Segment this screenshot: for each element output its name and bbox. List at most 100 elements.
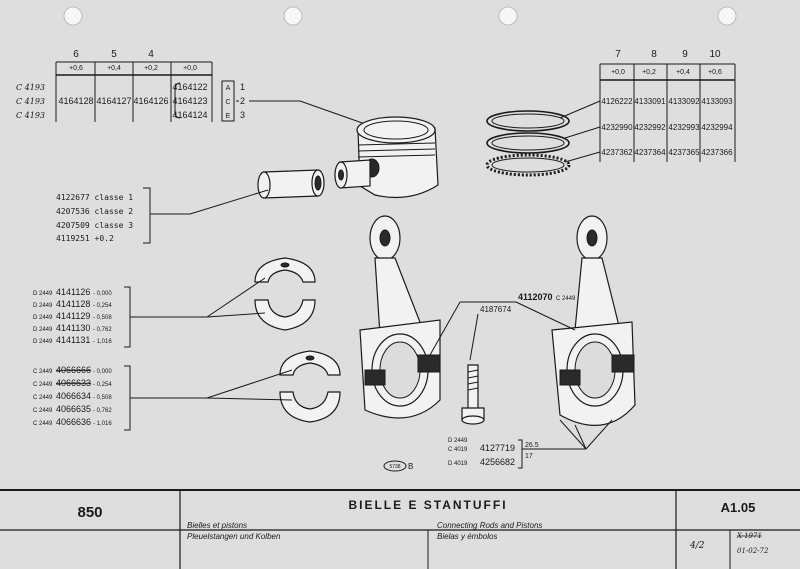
binder-holes xyxy=(63,6,737,26)
nut-part: 4187674 xyxy=(480,305,512,314)
ring-part: 4133092 xyxy=(668,97,700,106)
figure-ref: 5738 B xyxy=(383,460,413,472)
grade-letter: A xyxy=(226,85,231,92)
col-num: 6 xyxy=(73,49,79,60)
col-offset: +0,6 xyxy=(708,69,722,76)
ring-part: 4232994 xyxy=(701,123,733,132)
col-num: 8 xyxy=(651,49,657,60)
col-num: 5 xyxy=(111,49,117,60)
bearing-shells-2 xyxy=(279,350,341,423)
piston-part: 4164128 xyxy=(58,96,93,106)
old-date: X-1971 xyxy=(736,532,762,540)
bearing-part: 4141129 xyxy=(56,311,90,321)
bearing-part: 4141130 xyxy=(56,323,90,333)
class-number: 1 xyxy=(240,82,245,92)
bolt-prefix: C 4019 xyxy=(448,447,468,453)
bearing-part: 4066666 xyxy=(56,365,91,375)
pin-item: 4119251 +0.2 xyxy=(56,234,114,243)
bolt-part: 4127719 xyxy=(480,443,515,453)
ring-part: 4232992 xyxy=(634,123,666,132)
bolt-dim: 17 xyxy=(525,453,533,460)
figure-ref-letter: B xyxy=(408,462,413,471)
bearing-list-2: C 2449 4066666 - 0,000 C 2449 4066633 - … xyxy=(33,365,293,431)
bolt-part: 4256682 xyxy=(480,457,515,467)
subtitle-es: Bielas y émbolos xyxy=(437,532,497,541)
bolt-drawing xyxy=(461,364,485,425)
class-number: 3 xyxy=(240,110,245,120)
bolt-label: D 2449 C 4019 4127719 D 4019 4256682 26.… xyxy=(448,419,613,469)
bolt-dim: 26.5 xyxy=(525,442,539,449)
bearing-part: 4066635 xyxy=(56,404,91,414)
title-block: 850 BIELLE E STANTUFFI Bielles et piston… xyxy=(0,489,800,569)
ring-part: 4237366 xyxy=(701,148,733,157)
ring-part: 4232990 xyxy=(601,123,633,132)
subtitle-fr: Bielles et pistons xyxy=(187,521,247,530)
bolt-prefix: D 4019 xyxy=(448,461,468,467)
pin-item: 4207536 classe 2 xyxy=(56,207,133,216)
bearing-prefix: C 2449 xyxy=(33,369,53,375)
bearing-size: - 0,254 xyxy=(93,382,112,388)
bearing-size: - 0,000 xyxy=(93,291,112,297)
bearing-part: 4141126 xyxy=(56,287,90,297)
ring-part: 4133091 xyxy=(634,97,666,106)
col-offset: +0,0 xyxy=(611,69,625,76)
pin-item: 4122677 classe 1 xyxy=(56,193,133,202)
piston-base-part: 4164123 xyxy=(172,96,207,106)
piston-part: 4164126 xyxy=(133,96,168,106)
rod-part: 4112070 xyxy=(518,292,553,302)
pin-list: 4122677 classe 1 4207536 classe 2 420750… xyxy=(56,187,269,244)
bearing-list-1: D 2449 4141126 - 0,000 D 2449 4141128 - … xyxy=(33,277,266,348)
bolt-prefix: D 2449 xyxy=(448,438,468,444)
piston-drawing xyxy=(257,116,439,199)
bearing-size: - 0,762 xyxy=(93,408,112,414)
binder-hole xyxy=(283,6,303,26)
sheet-code: A1.05 xyxy=(721,500,756,515)
subtitle-de: Pleuelstangen und Kolben xyxy=(187,532,281,541)
binder-hole xyxy=(63,6,83,26)
bearing-size: - 0,000 xyxy=(93,369,112,375)
ring-table: 7 8 9 10 +0,0 +0,2 +0,4 +0,6 4126222 413… xyxy=(559,49,736,163)
bearing-size: - 0,762 xyxy=(93,327,112,333)
col-num: 4 xyxy=(148,49,154,60)
model-number: 850 xyxy=(77,504,102,521)
piston-base-part: 4164124 xyxy=(172,110,207,120)
page-title: BIELLE E STANTUFFI xyxy=(348,498,507,512)
grade-letter: C xyxy=(225,99,230,106)
ring-part: 4232993 xyxy=(668,123,700,132)
bearing-prefix: D 2449 xyxy=(33,327,53,333)
subtitle-en: Connecting Rods and Pistons xyxy=(437,521,542,530)
bearing-prefix: C 2449 xyxy=(33,408,53,414)
ring-part: 4133093 xyxy=(701,97,733,106)
bearing-prefix: C 2449 xyxy=(33,382,53,388)
row-prefix: C 4193 xyxy=(16,97,45,106)
ring-part: 4237364 xyxy=(634,148,666,157)
row-prefix: C 4193 xyxy=(16,111,45,120)
piston-base-part: 4164122 xyxy=(172,82,207,92)
piston-rings-drawing xyxy=(485,110,571,177)
col-offset: +0,4 xyxy=(676,69,690,76)
bearing-size: - 0,254 xyxy=(93,303,112,309)
bearing-prefix: D 2449 xyxy=(33,303,53,309)
col-offset: +0,2 xyxy=(642,69,656,76)
class-number: 2 xyxy=(240,96,245,106)
col-offset: +0,6 xyxy=(69,65,83,72)
col-offset: +0,2 xyxy=(144,65,158,72)
sheet-page: 4/2 xyxy=(689,541,705,551)
bearing-size: - 1,016 xyxy=(93,339,112,345)
row-prefix: C 4193 xyxy=(16,83,45,92)
binder-hole xyxy=(717,6,737,26)
bearing-part: 4141128 xyxy=(56,299,90,309)
connecting-rod-drawing-1 xyxy=(359,215,441,419)
bearing-prefix: D 2449 xyxy=(33,339,53,345)
bearing-size: - 1,016 xyxy=(93,421,112,427)
col-num: 10 xyxy=(709,49,721,60)
rod-prefix: C 2449 xyxy=(556,296,576,302)
col-num: 9 xyxy=(682,49,688,60)
revision-date: 01-02-72 xyxy=(737,547,769,555)
bearing-part: 4066636 xyxy=(56,417,91,427)
bearing-prefix: D 2449 xyxy=(33,291,53,297)
pin-item: 4207509 classe 3 xyxy=(56,221,133,230)
connecting-rod-drawing-2 xyxy=(551,215,636,426)
bearing-shells-1 xyxy=(254,257,316,331)
